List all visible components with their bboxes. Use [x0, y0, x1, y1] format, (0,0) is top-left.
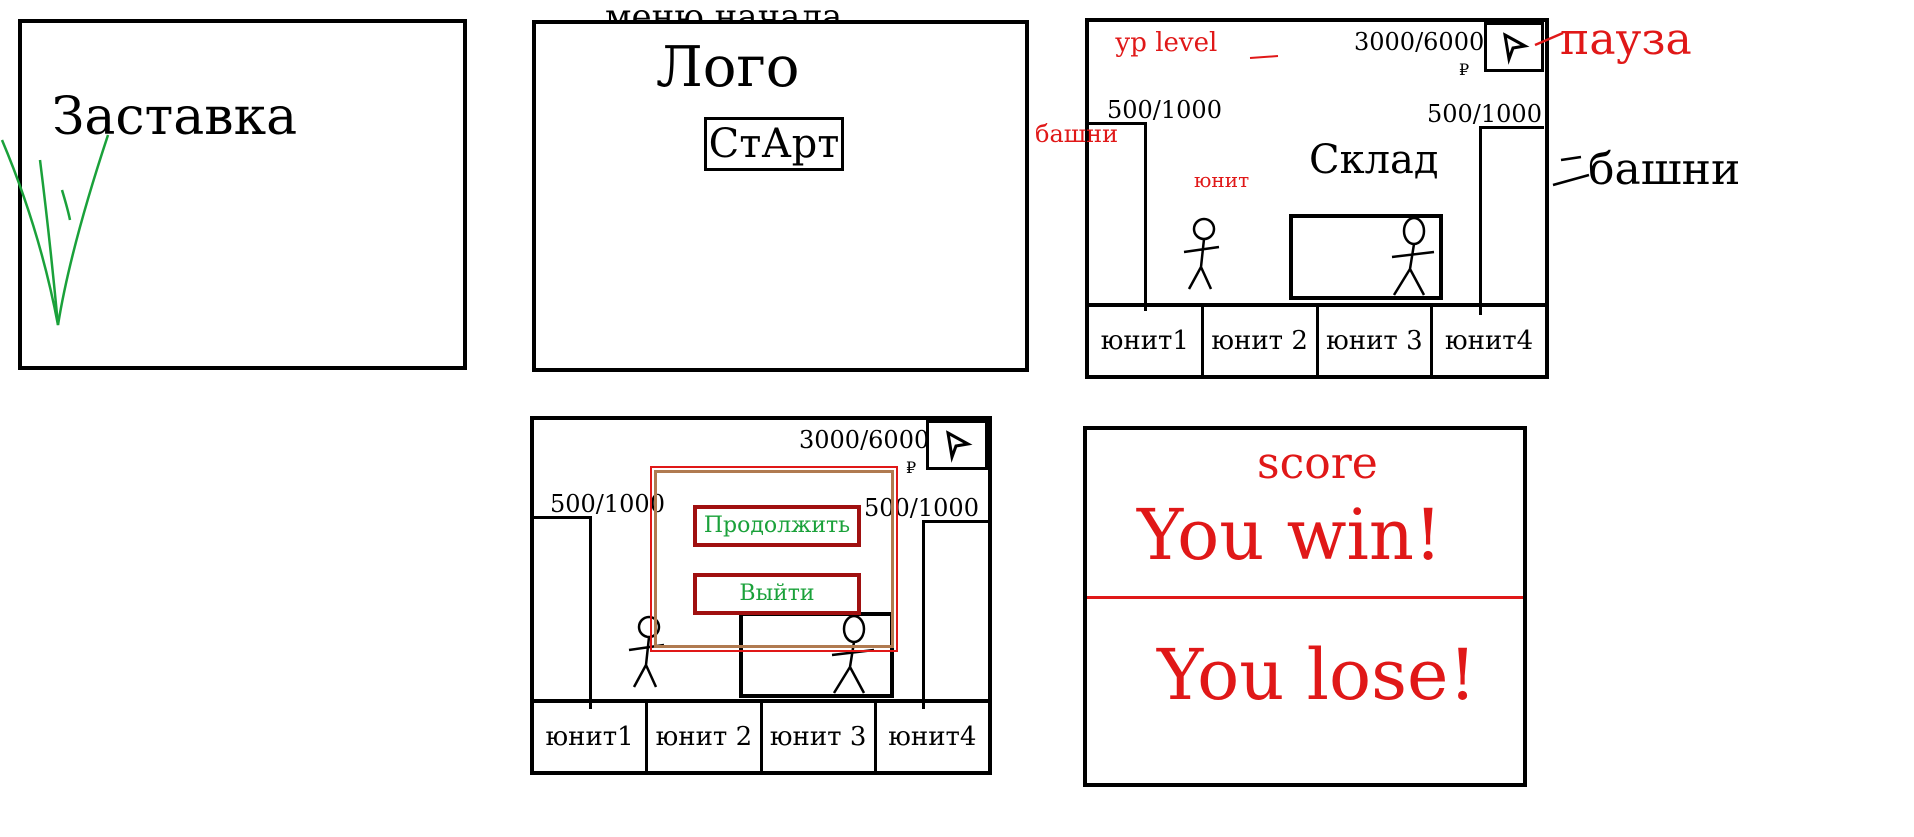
score-label: score [1257, 438, 1378, 489]
pause-button[interactable] [1484, 22, 1544, 72]
unit-slot-2[interactable]: юнит 2 [1204, 307, 1319, 375]
pause-arrow-icon [1503, 32, 1530, 65]
unit-note: юнит [1194, 168, 1250, 192]
menu-panel: Лого СтАрт [532, 20, 1029, 372]
exit-button[interactable]: Выйти [693, 573, 861, 615]
tower-note: башни [1588, 144, 1741, 195]
pause-player-unit-figure [628, 615, 665, 688]
right-tower [1479, 126, 1544, 315]
money-counter: 3000/6000 [1354, 28, 1485, 56]
pause-unit-slot-3: юнит 3 [763, 703, 877, 771]
player-unit-figure [1183, 217, 1220, 290]
pause-right-tower [922, 520, 989, 709]
pause-currency: ₽ [906, 458, 917, 477]
splash-title: Заставка [52, 87, 298, 147]
pause-unit-bar: юнит1 юнит 2 юнит 3 юнит4 [534, 699, 988, 771]
menu-logo: Лого [656, 35, 800, 100]
pause-money: 3000/6000 [799, 426, 930, 454]
continue-button[interactable]: Продолжить [693, 505, 861, 547]
pause-unit-slot-2: юнит 2 [648, 703, 763, 771]
pause-dialog: Продолжить Выйти [650, 466, 898, 652]
tower-arrow [1552, 155, 1590, 187]
level-arrow [1249, 55, 1279, 59]
win-text: You win! [1137, 494, 1443, 576]
pause-screen-arrow-icon [946, 430, 973, 463]
unit-slot-4[interactable]: юнит4 [1445, 326, 1534, 356]
menu-caption: меню начала [605, 0, 843, 22]
pause-note: пауза [1560, 14, 1692, 65]
unit-slot-3[interactable]: юнит 3 [1319, 307, 1434, 375]
pause-panel: 3000/6000 ₽ 500/1000 500/1000 Продолжить… [530, 416, 992, 775]
result-panel: score You win! You lose! [1083, 426, 1527, 787]
pause-unit-slot-1: юнит1 [534, 703, 649, 771]
pause-enemy-unit-figure [831, 614, 875, 694]
unit-bar: юнит1 юнит 2 юнит 3 юнит4 [1089, 303, 1545, 375]
pause-unit-slot-4: юнит4 [888, 722, 977, 752]
towers-side-note: башни [1035, 120, 1119, 148]
pause-right-tower-hp: 500/1000 [864, 494, 979, 522]
pause-icon-box[interactable] [926, 420, 988, 470]
pause-arrow [1534, 31, 1564, 47]
shop-label: Склад [1309, 137, 1439, 183]
pause-left-tower [534, 516, 592, 709]
splash-panel: Заставка [18, 19, 467, 370]
pause-left-tower-hp: 500/1000 [550, 490, 665, 518]
grass-sketch [0, 134, 110, 326]
right-tower-hp: 500/1000 [1427, 100, 1542, 128]
start-button[interactable]: СтАрт [704, 117, 844, 171]
left-tower-hp: 500/1000 [1107, 96, 1222, 124]
level-label: ур level [1115, 28, 1218, 58]
exit-button-label: Выйти [739, 581, 815, 606]
shop-box[interactable] [1289, 214, 1443, 300]
lose-text: You lose! [1157, 634, 1477, 716]
result-divider [1087, 596, 1523, 599]
currency-symbol: ₽ [1459, 60, 1470, 79]
start-button-label: СтАрт [708, 121, 840, 167]
left-tower [1089, 122, 1147, 311]
unit-slot-1[interactable]: юнит1 [1089, 307, 1204, 375]
enemy-unit-figure [1391, 216, 1435, 296]
game-panel: ур level 3000/6000 ₽ 500/1000 500/1000 ю… [1085, 18, 1549, 379]
continue-button-label: Продолжить [703, 513, 851, 538]
